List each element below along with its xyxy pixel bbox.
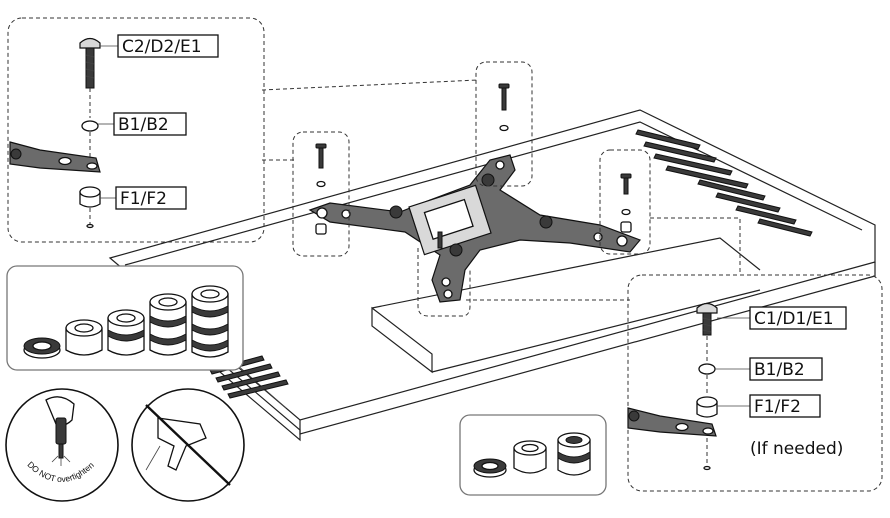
spacer-small-icon [65, 319, 103, 356]
do-not-overtighten-icon: DO NOT overtighten [5, 388, 119, 502]
vent-slats-top [635, 129, 813, 237]
spacer-tallest-icon [191, 285, 229, 358]
spacer-medium-icon [107, 309, 145, 356]
spacer-icon [79, 186, 101, 208]
label-spacer-right: F1/F2 [754, 397, 801, 417]
spacer-small-icon [513, 440, 547, 474]
spacer-set-small-panel [459, 414, 607, 496]
label-screw-top-left: C2/D2/E1 [122, 37, 202, 57]
screw-icon [437, 231, 443, 249]
monitor-back [108, 109, 876, 442]
label-washer-right: B1/B2 [754, 360, 805, 380]
spacer-flat-icon [473, 458, 507, 478]
screw-icon [79, 37, 101, 89]
screw-icon [696, 302, 718, 336]
spacer-set-panel [6, 265, 244, 371]
screw-zone-right [599, 149, 651, 255]
spacer-icon [696, 396, 718, 418]
guide-line [261, 79, 479, 91]
screw-icon [315, 143, 327, 235]
screw-zone-top [475, 61, 533, 187]
washer-icon [698, 363, 716, 375]
spacer-flat-icon [23, 337, 61, 359]
label-screw-right: C1/D1/E1 [754, 309, 834, 329]
washer-icon [81, 120, 99, 132]
label-washer-top-left: B1/B2 [118, 115, 169, 135]
if-needed-note: (If needed) [750, 439, 843, 459]
screw-icon [620, 173, 632, 233]
guide-line [650, 217, 741, 275]
spacer-tall-icon [149, 293, 187, 356]
screw-zone-bottom [417, 248, 471, 317]
screw-icon [498, 83, 510, 132]
spacer-medium-icon [557, 432, 591, 476]
callout-top-left: C2/D2/E1 B1/B2 F1/F2 [7, 17, 265, 243]
vesa-adapter-bracket [308, 154, 642, 303]
callout-right: C1/D1/E1 B1/B2 F1/F2 (If needed) [627, 274, 883, 492]
screw-zone-left [292, 131, 350, 257]
label-spacer-top-left: F1/F2 [120, 189, 167, 209]
no-power-drill-icon [131, 388, 245, 502]
